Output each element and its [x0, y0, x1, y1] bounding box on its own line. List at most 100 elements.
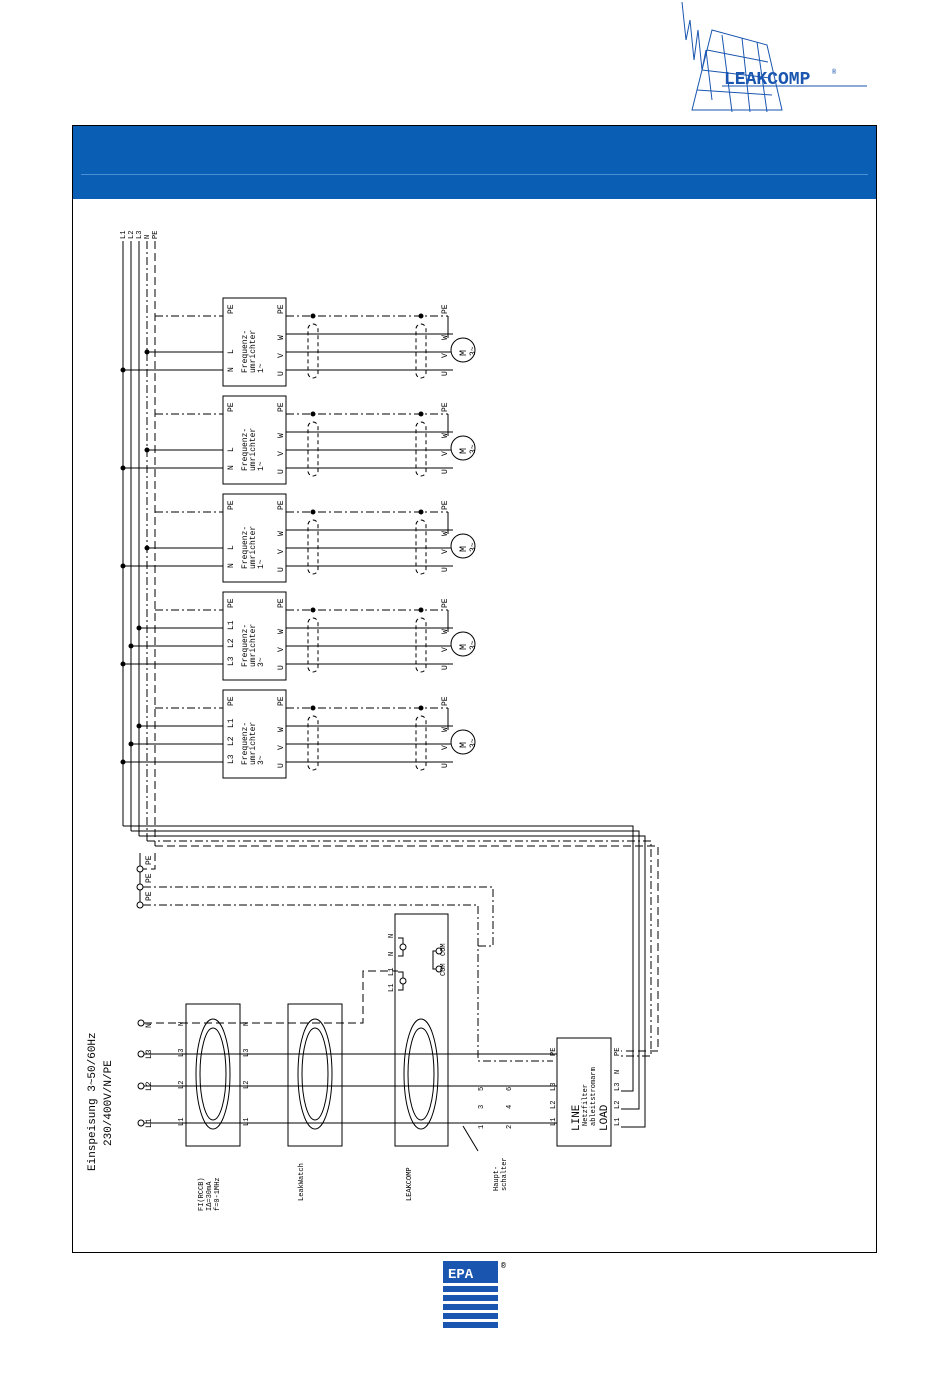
svg-text:EPA: EPA	[448, 1267, 474, 1283]
leakcomp-logo: LEAKCOMP ®	[681, 1, 867, 113]
rccb-in-term: L3	[178, 1049, 186, 1057]
filter-load-term: PE	[614, 1048, 622, 1056]
converter-name: 3~	[257, 657, 266, 667]
filter-line-term: PE	[550, 1048, 558, 1056]
converter-name: 3~	[257, 755, 266, 765]
filter-name: Netzfilter	[582, 1084, 590, 1126]
converter-name: Frequenz-	[241, 526, 250, 569]
svg-text:®: ®	[832, 68, 837, 77]
supply-terminal-label: L1	[145, 1118, 154, 1128]
converter-box	[222, 689, 287, 779]
motor-pe-label: PE	[441, 500, 450, 510]
converter-output-label: V	[277, 353, 286, 358]
converter-pe-label: PE	[227, 696, 236, 706]
motor-label: M	[459, 350, 470, 356]
converter-name: Frequenz-	[241, 624, 250, 667]
converter-row	[120, 591, 476, 681]
filter-load-term: L1	[614, 1118, 622, 1126]
motor-terminal-label: V	[441, 549, 450, 554]
motor-terminal-label: U	[441, 371, 450, 376]
converter-box	[222, 591, 287, 681]
rccb-label: IΔ=30mA	[206, 1181, 214, 1211]
converter-out-pe-label: PE	[277, 696, 286, 706]
converter-pe-label: PE	[227, 402, 236, 412]
leakcomp-term: L1	[388, 968, 396, 976]
bus-label: L1	[120, 231, 128, 239]
filter-load-term: L3	[614, 1083, 622, 1091]
converter-name: umrichter	[249, 624, 258, 667]
motor-pe-label: PE	[441, 598, 450, 608]
leakcomp-label: LEAKCOMP	[406, 1167, 414, 1201]
motor-terminal-label: W	[441, 531, 450, 536]
filter-load-label: LOAD	[599, 1104, 611, 1131]
filter-line-term: L3	[550, 1083, 558, 1091]
motor-phase-label: 3~	[469, 640, 478, 650]
converter-box	[222, 493, 287, 583]
filter-load-term: N	[614, 1070, 622, 1074]
converter-name: Frequenz-	[241, 428, 250, 471]
motor-label: M	[459, 644, 470, 650]
motor-terminal-label: V	[441, 647, 450, 652]
converter-output-label: U	[277, 665, 286, 670]
converter-input-label: L2	[227, 638, 236, 648]
rccb-in-term: L1	[178, 1118, 186, 1126]
header-banner	[73, 126, 876, 199]
converter-out-pe-label: PE	[277, 598, 286, 608]
switch-pin: 2	[506, 1125, 514, 1129]
motor-phase-label: 3~	[469, 738, 478, 748]
converter-pe-label: PE	[227, 500, 236, 510]
converter-pe-label: PE	[227, 598, 236, 608]
converter-input-label: L	[227, 349, 236, 354]
converter-output-label: V	[277, 451, 286, 456]
epa-logo: EPA ®	[443, 1261, 506, 1328]
filter-name: ableitstromarm	[590, 1067, 598, 1126]
converter-pe-label: PE	[227, 304, 236, 314]
converter-output-label: V	[277, 647, 286, 652]
leakcomp-term: N	[388, 952, 396, 956]
pe-label: PE	[145, 855, 154, 865]
leakcomp-term: N	[388, 934, 396, 938]
rccb-in-term: N	[178, 1022, 186, 1026]
leakwatch-label: LeakWatch	[298, 1163, 306, 1201]
leakcomp-contact: COM	[440, 963, 448, 976]
converter-output-label: U	[277, 763, 286, 768]
bus-label: PE	[152, 231, 160, 239]
switch-pin: 3	[478, 1105, 486, 1109]
motor-terminal-label: W	[441, 335, 450, 340]
bus-label: L3	[136, 231, 144, 239]
converter-output-label: U	[277, 567, 286, 572]
converter-output-label: W	[277, 433, 286, 438]
converter-input-label: L2	[227, 736, 236, 746]
rccb-out-term: L3	[243, 1049, 251, 1057]
supply-terminal-label: L2	[145, 1081, 154, 1091]
rccb-out-term: L1	[243, 1118, 251, 1126]
supply-terminal-label: L3	[145, 1049, 154, 1059]
converter-input-label: N	[227, 465, 236, 470]
converter-input-label: N	[227, 367, 236, 372]
converter-name: 1~	[257, 363, 266, 373]
motor-terminal-label: W	[441, 727, 450, 732]
converter-out-pe-label: PE	[277, 402, 286, 412]
supply-subtitle: 230/400V/N/PE	[103, 1060, 115, 1146]
converter-box	[222, 395, 287, 485]
pe-label: PE	[145, 891, 154, 901]
converter-input-label: L1	[227, 718, 236, 728]
converter-name: 1~	[257, 461, 266, 471]
leakcomp-contact: COM	[440, 943, 448, 956]
supply-terminal-label: N	[145, 1023, 154, 1028]
rccb-out-term: N	[243, 1022, 251, 1026]
motor-pe-label: PE	[441, 304, 450, 314]
filter-line-label: LINE	[571, 1104, 583, 1131]
converter-name: 1~	[257, 559, 266, 569]
filter-line-term: L1	[550, 1118, 558, 1126]
rccb-label: FI(RCCB)	[198, 1177, 206, 1211]
converter-row	[120, 689, 476, 779]
converter-row	[120, 395, 476, 485]
motor-terminal-label: W	[441, 629, 450, 634]
rccb-out-term: L2	[243, 1081, 251, 1089]
motor-phase-label: 3~	[469, 346, 478, 356]
converter-name: umrichter	[249, 722, 258, 765]
motor-phase-label: 3~	[469, 542, 478, 552]
converter-out-pe-label: PE	[277, 304, 286, 314]
converter-input-label: L1	[227, 620, 236, 630]
